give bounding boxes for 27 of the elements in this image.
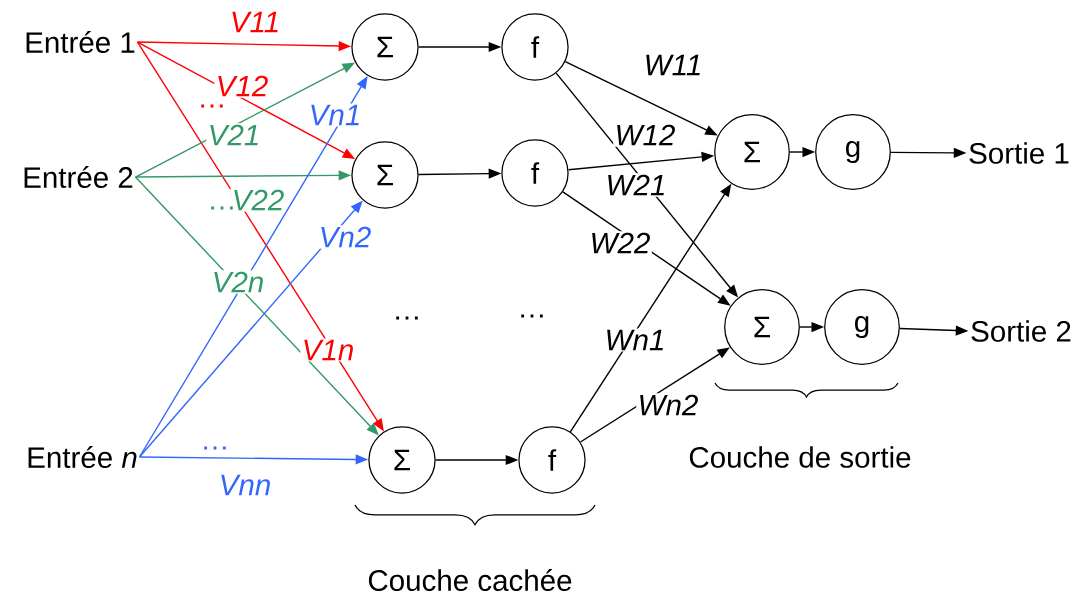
output-label: Sortie 1	[969, 142, 1069, 164]
input-label: Entrée 1	[26, 31, 135, 53]
edge-label: Wn2	[636, 393, 700, 417]
edge-label: Vnn	[217, 473, 273, 497]
layer-caption: Couche cachée	[368, 569, 572, 591]
edge-label: Vn2	[317, 225, 373, 249]
input-label: Entrée n	[28, 446, 137, 468]
edge-label: W22	[588, 231, 652, 255]
arrow	[579, 347, 730, 443]
ellipsis: …	[521, 314, 543, 318]
edge-label: V2n	[210, 270, 266, 294]
edge-label: V12	[214, 74, 270, 98]
edge-label: V11	[228, 10, 282, 34]
edge-label: V1n	[300, 338, 356, 362]
edge-label: W21	[604, 173, 668, 197]
layer-caption: Couche de sortie	[689, 446, 911, 468]
output-label: Sortie 2	[971, 320, 1071, 342]
edge-label: W11	[642, 53, 704, 77]
ellipsis: …	[204, 446, 226, 450]
ellipsis: …	[396, 316, 418, 320]
edge-label: W12	[613, 123, 677, 147]
input-label: Entrée 2	[24, 166, 133, 188]
edge-label: V21	[206, 123, 262, 147]
edge-label: Wn1	[603, 328, 667, 352]
edge-label: Vn1	[307, 103, 363, 127]
ellipsis: …	[211, 206, 233, 210]
ellipsis: …	[201, 104, 223, 108]
